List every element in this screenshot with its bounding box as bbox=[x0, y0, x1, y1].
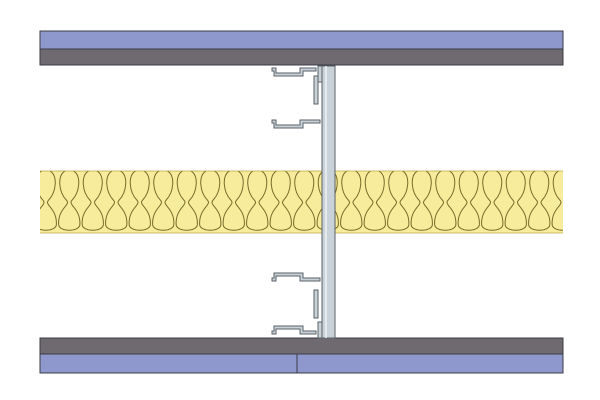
resilient-bar-top-tail bbox=[313, 75, 319, 105]
resilient-bar-top-lower-profile bbox=[271, 119, 321, 129]
stud-web bbox=[321, 65, 336, 339]
stud-flange-bottom bbox=[317, 321, 323, 339]
insulation-pattern bbox=[40, 171, 563, 231]
resilient-bar-top-lower bbox=[271, 119, 321, 129]
bottom-board-inner bbox=[39, 337, 564, 355]
resilient-bar-top-profile bbox=[271, 67, 317, 77]
resilient-bar-bottom-profile bbox=[271, 325, 317, 335]
resilient-bar-bottom-upper-profile bbox=[271, 272, 321, 282]
resilient-bar-bottom-tail bbox=[313, 289, 319, 319]
steel-stud bbox=[317, 65, 336, 339]
resilient-bar-bottom bbox=[271, 325, 317, 335]
bottom-board-assembly bbox=[39, 337, 564, 374]
top-board-assembly bbox=[39, 30, 564, 66]
resilient-bar-top bbox=[271, 67, 319, 105]
insulation-layer bbox=[40, 170, 563, 234]
resilient-bar-bottom-upper bbox=[271, 272, 321, 319]
stud-flange-top bbox=[317, 65, 323, 83]
top-board-inner bbox=[39, 48, 564, 66]
bottom-board-outer bbox=[39, 353, 564, 374]
top-board-outer bbox=[39, 30, 564, 50]
